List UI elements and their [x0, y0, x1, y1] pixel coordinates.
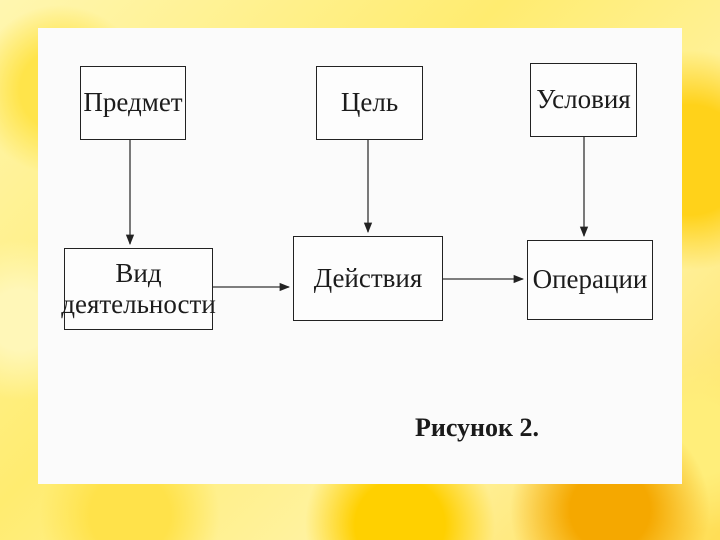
- node-vid-deyatelnosti: Вид деятельности: [61, 248, 216, 330]
- node-predmet-label: Предмет: [83, 87, 183, 118]
- node-operatsii: Операции: [527, 240, 653, 320]
- node-deystviya-label: Действия: [313, 262, 423, 293]
- node-usloviya: Условия: [530, 63, 637, 137]
- node-vid-label-line1: Вид: [115, 257, 162, 288]
- node-deystviya: Действия: [293, 236, 443, 321]
- node-vid-label-line2: деятельности: [61, 289, 216, 319]
- node-tsel: Цель: [316, 66, 423, 140]
- node-operatsii-label: Операции: [532, 264, 648, 295]
- figure-caption: Рисунок 2.: [415, 413, 540, 442]
- node-usloviya-label: Условия: [536, 84, 631, 115]
- node-tsel-label: Цель: [340, 87, 399, 118]
- node-predmet: Предмет: [80, 66, 186, 140]
